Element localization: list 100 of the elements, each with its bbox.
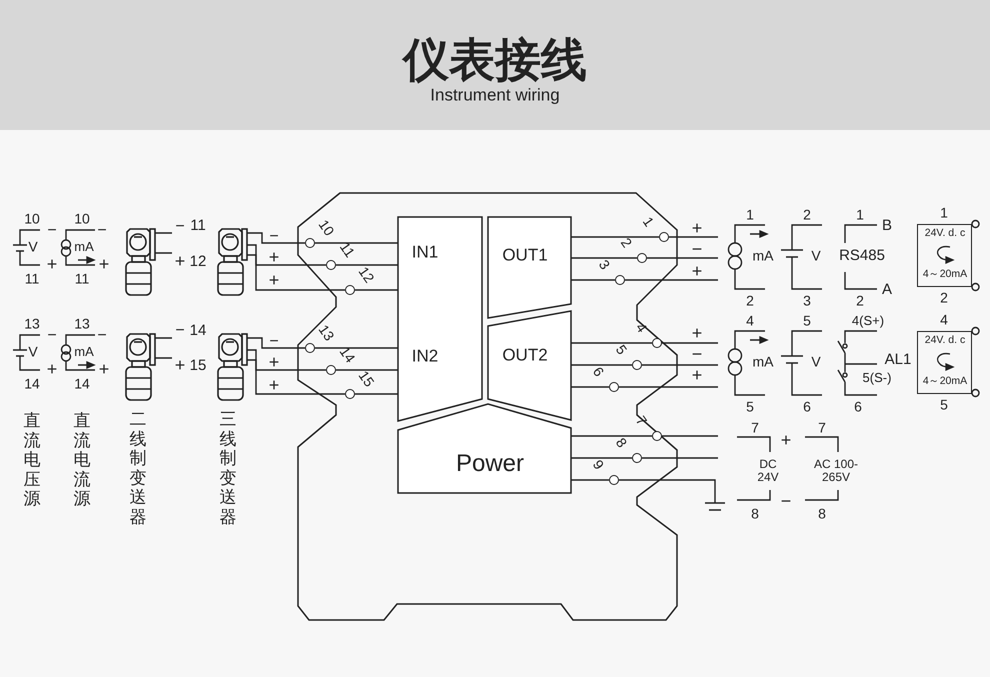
polarity-sign: + xyxy=(268,376,280,396)
terminal-number: 10 xyxy=(74,211,90,227)
terminal-number: 13 xyxy=(74,316,90,332)
section-label: IN1 xyxy=(412,244,438,262)
box-text: 4～20mA xyxy=(922,376,968,388)
polarity-sign: − xyxy=(47,327,57,345)
box-text: 24V. d. c xyxy=(924,335,966,347)
terminal-number: 7 xyxy=(818,420,826,436)
polarity-sign: − xyxy=(692,240,702,260)
polarity-sign: + xyxy=(46,360,58,380)
terminal-number: 11 xyxy=(336,240,358,260)
terminal-number: 14 xyxy=(24,376,40,392)
section-label: Power xyxy=(456,450,524,478)
polarity-sign: + xyxy=(780,431,792,451)
polarity-sign: − xyxy=(97,222,107,240)
unit-label: V xyxy=(28,344,38,360)
terminal-number: 9 xyxy=(589,457,607,473)
terminal-number: 11 xyxy=(190,218,206,234)
polarity-sign: − xyxy=(269,228,279,246)
polarity-sign: − xyxy=(97,327,107,345)
polarity-sign: + xyxy=(268,248,280,268)
polarity-sign: + xyxy=(268,353,280,373)
terminal-number: 4(S+) xyxy=(852,314,884,328)
terminal-number: 10 xyxy=(24,211,40,227)
device-label: 直流电流源 xyxy=(73,411,91,509)
section-label: IN2 xyxy=(412,348,438,366)
device-label: 三线制变送器 xyxy=(219,409,237,527)
polarity-sign: + xyxy=(692,324,702,344)
unit-label: mA xyxy=(752,248,774,264)
polarity-sign: + xyxy=(46,255,58,275)
polarity-sign: − xyxy=(692,345,702,365)
supply-label: AC 100-265V xyxy=(812,458,860,484)
terminal-number: 3 xyxy=(803,293,811,309)
terminal-number: 14 xyxy=(74,376,90,392)
polarity-sign: + xyxy=(692,262,702,282)
terminal-number: 1 xyxy=(940,205,948,221)
terminal-number: 5 xyxy=(612,342,630,358)
terminal-number: 8 xyxy=(751,506,759,522)
terminal-number: 15 xyxy=(190,358,206,374)
box-text: 24V. d. c xyxy=(924,228,966,240)
terminal-number: 4 xyxy=(940,312,948,328)
polarity-sign: + xyxy=(98,360,110,380)
polarity-sign: + xyxy=(174,356,186,376)
polarity-sign: − xyxy=(47,222,57,240)
alarm-label: AL1 xyxy=(884,352,912,368)
unit-label: mA xyxy=(74,240,94,254)
terminal-number: 2 xyxy=(746,293,754,309)
terminal-number: 14 xyxy=(336,344,358,366)
title: 仪表接线 xyxy=(403,34,587,86)
terminal-number: 12 xyxy=(190,254,206,270)
unit-label: V xyxy=(811,248,821,264)
polarity-sign: − xyxy=(780,492,792,512)
unit-label: V xyxy=(28,239,38,255)
polarity-sign: + xyxy=(692,366,702,386)
terminal-number: 5(S-) xyxy=(862,370,892,386)
terminal-number: 14 xyxy=(190,322,206,340)
polarity-sign: − xyxy=(269,333,279,351)
terminal-number: 13 xyxy=(315,322,337,344)
terminal-number: 11 xyxy=(24,271,40,287)
box-text: 4～20mA xyxy=(922,269,968,281)
terminal-number: 2 xyxy=(803,207,811,223)
terminal-number: 8 xyxy=(612,435,630,451)
terminal-number: 2 xyxy=(856,293,864,309)
terminal-number: 6 xyxy=(803,399,811,415)
terminal-name: B xyxy=(882,218,892,234)
polarity-sign: + xyxy=(268,271,280,291)
polarity-sign: + xyxy=(692,219,702,239)
terminal-number: 6 xyxy=(854,399,862,415)
polarity-sign: + xyxy=(98,255,110,275)
terminal-number: 12 xyxy=(355,264,377,286)
terminal-number: 1 xyxy=(856,207,864,223)
terminal-number: 7 xyxy=(751,420,759,436)
terminal-number: 15 xyxy=(355,368,377,390)
terminal-name: A xyxy=(882,282,892,298)
terminal-number: 4 xyxy=(746,313,754,329)
terminal-number: 11 xyxy=(74,271,90,287)
polarity-sign: − xyxy=(175,322,185,340)
terminal-number: 5 xyxy=(940,397,948,413)
terminal-number: 10 xyxy=(315,217,337,239)
terminal-number: 5 xyxy=(803,313,811,329)
subtitle: Instrument wiring xyxy=(430,86,560,106)
polarity-sign: + xyxy=(174,252,186,272)
unit-label: V xyxy=(811,354,821,370)
interface-label: RS485 xyxy=(839,248,885,264)
terminal-number: 3 xyxy=(595,257,613,273)
device-label: 直流电压源 xyxy=(23,411,41,509)
unit-label: mA xyxy=(752,354,774,370)
terminal-number: 1 xyxy=(639,214,657,230)
terminal-number: 1 xyxy=(746,207,754,223)
unit-label: mA xyxy=(74,344,94,360)
terminal-number: 2 xyxy=(617,235,635,251)
section-label: OUT2 xyxy=(502,346,548,366)
terminal-number: 2 xyxy=(940,290,948,306)
terminal-number: 13 xyxy=(24,316,40,332)
supply-label: DC 24V xyxy=(756,458,780,484)
terminal-number: 5 xyxy=(746,399,754,415)
terminal-number: 8 xyxy=(818,506,826,522)
terminal-number: 6 xyxy=(589,364,607,380)
section-label: OUT1 xyxy=(502,246,548,266)
polarity-sign: − xyxy=(175,218,185,236)
